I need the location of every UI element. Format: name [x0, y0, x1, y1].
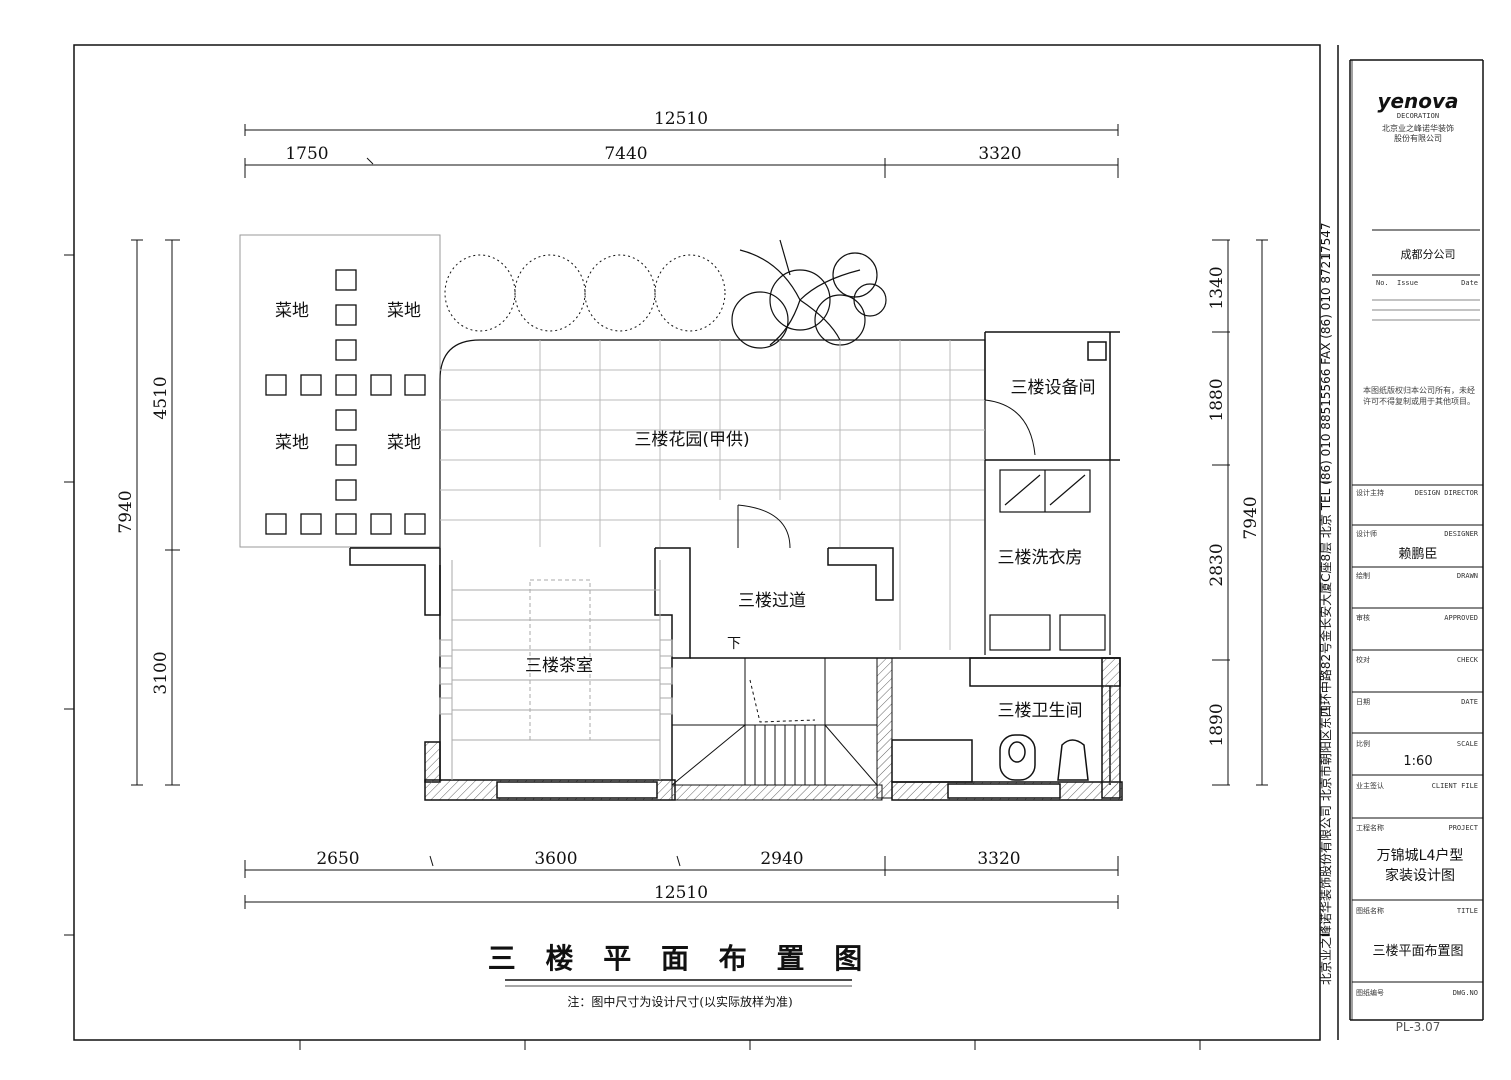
copyright-notice: 本图纸版权归本公司所有，未经许可不得复制或用于其他项目。 [1363, 386, 1475, 406]
side-company-info: 北京业之峰诺华装饰股份有限公司 北京市朝阳区东四环中路82号金长安大厦C座8层 … [1318, 223, 1333, 986]
scale-tag: SCALE [1457, 740, 1478, 748]
drawing-note: 注：图中尺寸为设计尺寸(以实际放样为准) [567, 994, 792, 1009]
label-tea-room: 三楼茶室 [525, 656, 593, 676]
dim-left-seg-2: 3100 [151, 651, 171, 694]
frame-ticks [64, 254, 1330, 1050]
shrub-row [444, 254, 726, 332]
design-director-tag: DESIGN DIRECTOR [1415, 489, 1479, 497]
company-logo: yenova [1377, 89, 1458, 113]
drawing-name: 三楼平面布置图 [1372, 944, 1463, 959]
design-director-label: 设计主持 [1356, 488, 1384, 497]
dwg-no: PL-3.07 [1396, 1020, 1441, 1034]
date-row-tag: DATE [1461, 698, 1478, 706]
scale-value: 1:60 [1403, 754, 1432, 769]
drawing-name-tag: TITLE [1457, 907, 1478, 915]
designer-label: 设计师 [1356, 529, 1377, 538]
no-label: No. [1376, 279, 1389, 287]
tree [731, 239, 887, 349]
dim-right-total: 7940 [1241, 496, 1261, 539]
dim-top-seg-1: 1750 [285, 144, 328, 164]
drawn-tag: DRAWN [1457, 572, 1478, 580]
drawing-frame [73, 44, 1321, 1041]
label-vegetable-plot-3: 菜地 [275, 433, 309, 453]
date-label: Date [1461, 279, 1478, 287]
branch-name: 成都分公司 [1401, 248, 1456, 261]
dim-top-total: 12510 [654, 109, 708, 129]
label-laundry-room: 三楼洗衣房 [998, 548, 1083, 568]
label-bathroom: 三楼卫生间 [998, 701, 1083, 721]
terrace-paving-pattern [440, 340, 985, 650]
label-corridor: 三楼过道 [738, 591, 806, 611]
corridor-walls [690, 504, 1120, 659]
equipment-room-walls [984, 331, 1120, 461]
tea-room-walls [349, 547, 691, 801]
check-label: 校对 [1356, 655, 1370, 664]
label-stairs-down: 下 [727, 636, 741, 652]
label-vegetable-plot-4: 菜地 [387, 433, 421, 453]
client-label: 业主签认 [1356, 781, 1384, 790]
dim-bottom-seg-2: 3600 [534, 849, 577, 869]
company-name-line-1: 北京业之峰诺华装饰 [1382, 123, 1454, 133]
dim-bottom-seg-1: 2650 [316, 849, 359, 869]
approved-tag: APPROVED [1444, 614, 1478, 622]
title-block: yenova DECORATION 北京业之峰诺华装饰 股份有限公司 成都分公司… [1352, 89, 1483, 1034]
project-name-line-2: 家装设计图 [1385, 867, 1455, 884]
left-dimensions [131, 239, 180, 786]
tea-table [439, 560, 673, 780]
company-logo-sub: DECORATION [1397, 112, 1439, 120]
dim-bottom-seg-4: 3320 [977, 849, 1020, 869]
approved-label: 审核 [1356, 613, 1370, 622]
bathroom-walls [891, 657, 1123, 801]
project-label: 工程名称 [1356, 823, 1384, 832]
issue-label: Issue [1397, 279, 1418, 287]
garden-stepping-stones [265, 269, 426, 535]
dim-right-seg-1: 1340 [1207, 266, 1227, 309]
label-vegetable-plot-2: 菜地 [387, 301, 421, 321]
drawing-title: 三 楼 平 面 布 置 图 [488, 942, 873, 975]
dim-left-seg-1: 4510 [151, 376, 171, 419]
bottom-dimensions [244, 855, 1119, 909]
project-name-line-1: 万锦城L4户型 [1377, 847, 1464, 864]
label-vegetable-plot-1: 菜地 [275, 301, 309, 321]
dim-right-seg-3: 2830 [1207, 543, 1227, 586]
project-tag: PROJECT [1448, 824, 1478, 832]
designer-name: 赖鹏臣 [1398, 547, 1437, 562]
dim-top-seg-2: 7440 [604, 144, 647, 164]
label-garden: 三楼花园(甲供) [634, 430, 749, 450]
dim-left-total: 7940 [116, 490, 136, 533]
designer-tag: DESIGNER [1444, 530, 1479, 538]
dim-bottom-seg-3: 2940 [760, 849, 803, 869]
dwg-no-label: 图纸编号 [1356, 988, 1384, 997]
dim-bottom-total: 12510 [654, 883, 708, 903]
drawn-label: 绘制 [1356, 571, 1370, 580]
drawing-name-label: 图纸名称 [1356, 906, 1384, 915]
garden-terrace-outline [439, 339, 986, 550]
date-row-label: 日期 [1356, 698, 1370, 706]
client-tag: CLIENT FILE [1432, 782, 1478, 790]
company-name-line-2: 股份有限公司 [1394, 133, 1442, 143]
dwg-no-tag: DWG.NO [1453, 989, 1478, 997]
dim-top-seg-3: 3320 [978, 144, 1021, 164]
dim-right-seg-4: 1890 [1207, 703, 1227, 746]
staircase [671, 657, 893, 801]
top-dimensions [244, 124, 1119, 178]
right-dimensions [1212, 239, 1268, 786]
laundry-room-walls [984, 460, 1111, 655]
scale-label: 比例 [1356, 739, 1370, 748]
label-equipment-room: 三楼设备间 [1011, 378, 1096, 398]
dim-right-seg-2: 1880 [1207, 378, 1227, 421]
check-tag: CHECK [1457, 656, 1479, 664]
